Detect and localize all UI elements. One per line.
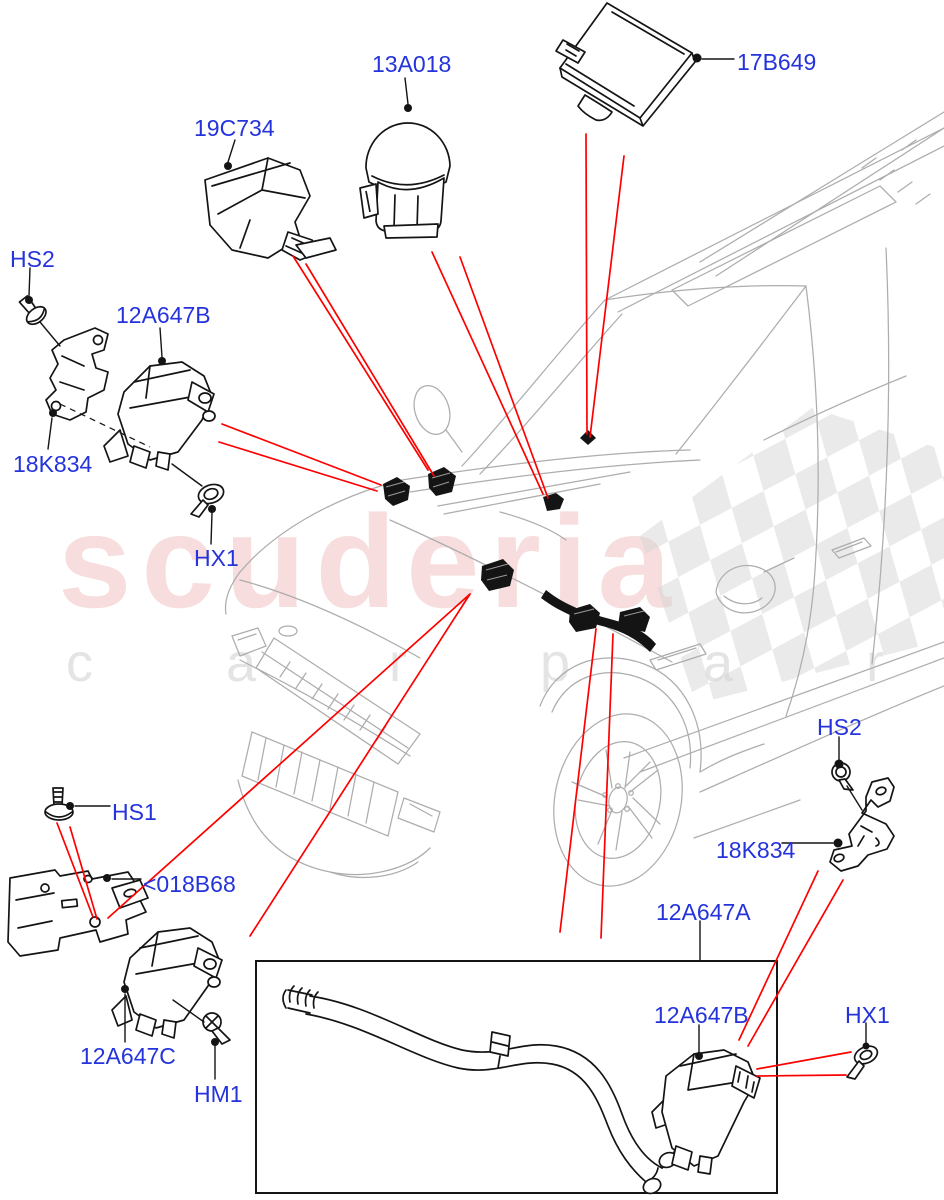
part-hx1-box-drawing [846, 1045, 879, 1080]
part-12a647c-drawing [111, 927, 223, 1039]
part-018b68-drawing [7, 869, 149, 957]
part-label-hs1[interactable]: HS1 [112, 799, 157, 825]
part-hm1-drawing [202, 1012, 231, 1045]
part-label-hm1[interactable]: HM1 [194, 1081, 243, 1107]
part-label-18k834-left[interactable]: 18K834 [13, 451, 93, 477]
part-label-hx1-left[interactable]: HX1 [194, 545, 239, 571]
part-hx1-left-drawing [190, 483, 225, 518]
cowl-harness-connectors [383, 430, 656, 652]
part-13a018-drawing [359, 122, 451, 239]
part-label-19c734[interactable]: 19C734 [194, 115, 275, 141]
car-illustration [224, 111, 944, 887]
part-label-018b68[interactable]: <018B68 [143, 871, 236, 897]
part-19c734-drawing [204, 157, 337, 261]
part-hs1-drawing [44, 787, 74, 821]
part-label-12a647c[interactable]: 12A647C [80, 1043, 176, 1069]
part-label-18k834-right[interactable]: 18K834 [716, 837, 796, 863]
part-hs2-right-drawing [831, 762, 854, 791]
part-12a647a-harness-drawing [282, 985, 678, 1195]
part-12a647b-left-drawing [103, 361, 216, 471]
part-label-17b649[interactable]: 17B649 [737, 49, 817, 75]
part-12a647b-box-drawing [651, 1049, 761, 1175]
part-label-hs2-right[interactable]: HS2 [817, 714, 862, 740]
part-label-12a647b-left[interactable]: 12A647B [116, 302, 211, 328]
part-18k834-left-drawing [45, 327, 109, 421]
checkered-flag-watermark [640, 408, 944, 704]
callout-lines [25, 53, 870, 1080]
red-callout-lines [56, 133, 852, 1077]
part-label-13a018[interactable]: 13A018 [372, 51, 452, 77]
part-label-12a647a[interactable]: 12A647A [656, 899, 751, 925]
part-18k834-right-drawing [829, 777, 895, 872]
part-hs2-left-drawing [18, 295, 47, 326]
inset-box [255, 960, 778, 1194]
part-label-12a647b-box[interactable]: 12A647B [654, 1002, 749, 1028]
part-label-hx1-box[interactable]: HX1 [845, 1002, 890, 1028]
part-label-hs2-left[interactable]: HS2 [10, 246, 55, 272]
part-17b649-drawing [555, 2, 696, 127]
